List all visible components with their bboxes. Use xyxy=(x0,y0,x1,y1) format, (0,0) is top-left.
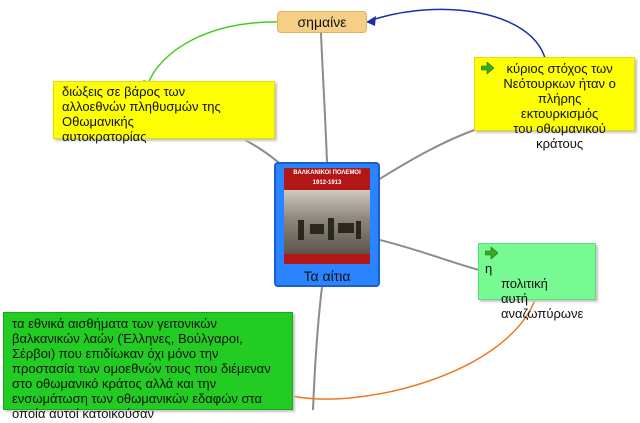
central-topic-node[interactable]: ΒΑΛΚΑΝΙΚΟΙ ΠΟΛΕΜΟΙ 1912-1913 Τα αίτια xyxy=(274,162,380,287)
note-line: βαλκανικών λαών (Έλληνες, Βούλγαροι, xyxy=(12,331,243,346)
note-line: κύριος στόχος των xyxy=(506,61,613,76)
book-title: ΒΑΛΚΑΝΙΚΟΙ ΠΟΛΕΜΟΙ xyxy=(293,170,361,176)
note-national-sentiments[interactable]: τα εθνικά αισθήματα των γειτονικών βαλκα… xyxy=(3,312,293,421)
note-line: Νεότουρκων ήταν ο xyxy=(503,76,616,91)
note-line: αλλοεθνών πληθυσμών της xyxy=(62,99,221,114)
connector-center-topic xyxy=(320,32,328,163)
note-line: πλήρης εκτουρκισμός xyxy=(520,91,599,121)
note-persecutions[interactable]: διώξεις σε βάρος των αλλοεθνών πληθυσμών… xyxy=(53,81,275,144)
note-line: προστασία των ομοεθνών τους που διέμεναν xyxy=(12,361,271,376)
note-turkification-goal[interactable]: κύριος στόχος των Νεότουρκων ήταν ο πλήρ… xyxy=(474,57,635,151)
connector-center-politics xyxy=(379,239,480,271)
connector-center-bottom xyxy=(312,286,323,411)
note-line: στο οθωμανικό κράτος αλλά και την xyxy=(12,376,217,391)
book-photo xyxy=(284,190,370,254)
connector-center-right xyxy=(377,127,481,181)
note-line: η xyxy=(485,261,493,276)
book-cover-image: ΒΑΛΚΑΝΙΚΟΙ ΠΟΛΕΜΟΙ 1912-1913 xyxy=(284,168,370,264)
note-line: Σέρβοι) που επιδίωκαν όχι μόνο την xyxy=(12,346,219,361)
note-line: πολιτική xyxy=(501,276,548,291)
note-line: του οθωμανικού xyxy=(513,121,606,136)
note-line: αναζωπύρωνε xyxy=(501,306,584,321)
note-line: διώξεις σε βάρος των xyxy=(62,84,186,99)
relation-topic-to-left xyxy=(146,21,284,87)
relation-politics-to-bottom xyxy=(291,299,536,400)
note-line: αυτή xyxy=(501,291,528,306)
note-policy[interactable]: η πολιτική αυτή αναζωπύρωνε xyxy=(478,243,596,321)
relation-right-to-topic xyxy=(371,8,546,59)
book-title-band: ΒΑΛΚΑΝΙΚΟΙ ΠΟΛΕΜΟΙ 1912-1913 xyxy=(284,168,370,190)
topic-label: σημαίνε xyxy=(297,14,347,30)
green-arrow-icon xyxy=(481,62,494,74)
note-line: Οθωμανικής xyxy=(62,114,134,129)
green-arrow-icon xyxy=(485,247,498,259)
note-line: ενσωμάτωση των οθωμανικών εδαφών στα xyxy=(12,391,262,406)
book-years: 1912-1913 xyxy=(312,180,342,186)
book-footer-band xyxy=(284,254,370,264)
central-topic-label: Τα αίτια xyxy=(303,268,351,284)
note-line: αυτοκρατορίας xyxy=(62,129,147,144)
relation-right-to-topic-arrowhead xyxy=(366,16,376,26)
note-line: τα εθνικά αισθήματα των γειτονικών xyxy=(12,316,217,331)
topic-node[interactable]: σημαίνε xyxy=(277,11,367,33)
note-line: οποία αυτοί κατοικούσαν xyxy=(12,406,155,421)
note-line: κράτους xyxy=(536,136,584,151)
